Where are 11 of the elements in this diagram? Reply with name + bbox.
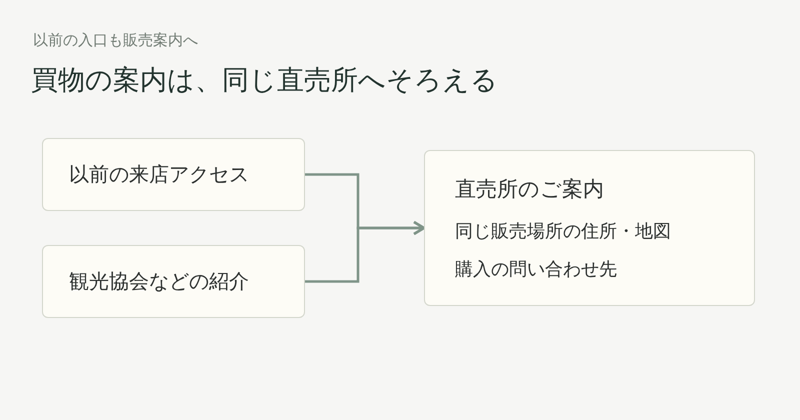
box-label: 観光協会などの紹介 — [69, 268, 249, 295]
info-card — [424, 150, 755, 306]
connector-arrow — [305, 220, 426, 283]
box-label: 以前の来店アクセス — [69, 161, 249, 188]
source-box — [42, 138, 305, 211]
source-box — [42, 245, 305, 318]
title: 買物の案内は、同じ直売所へそろえる — [31, 64, 498, 98]
card-item: 同じ販売場所の住所・地図 — [455, 220, 671, 243]
subtitle: 以前の入口も販売案内へ — [33, 31, 198, 50]
card-item: 購入の問い合わせ先 — [455, 258, 617, 281]
card-heading: 直売所のご案内 — [455, 176, 604, 203]
